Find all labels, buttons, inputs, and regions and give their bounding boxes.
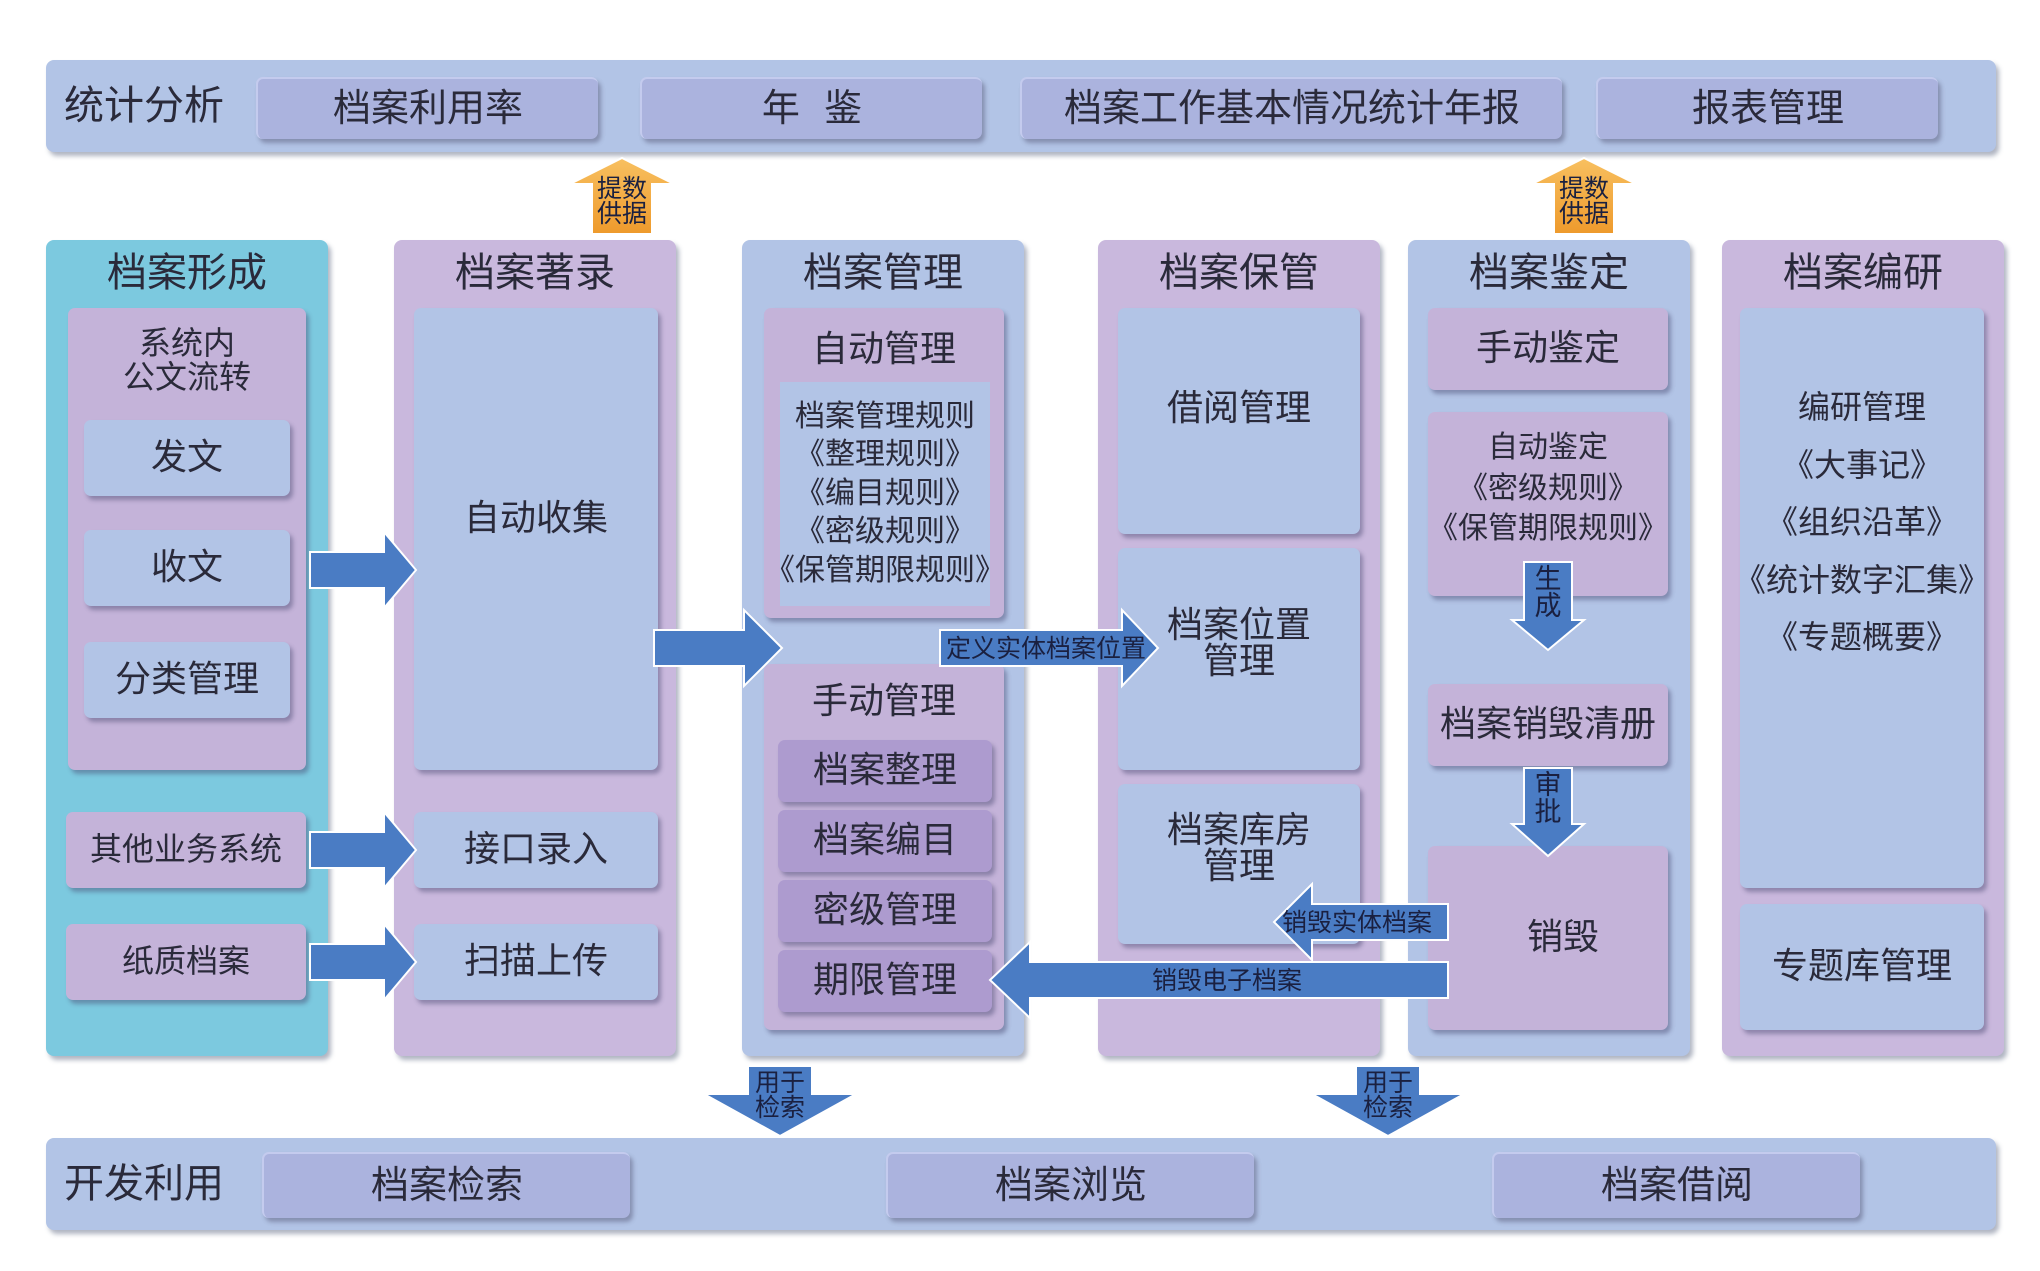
destroy[interactable]: 销毁 <box>1428 846 1668 1030</box>
auto-management-rules: 档案管理规则 《整理规则》 《编目规则》 《密级规则》 《保管期限规则》 <box>765 382 1005 606</box>
auto-appraisal[interactable]: 自动鉴定 《密级规则》 《保管期限规则》 <box>1428 412 1668 596</box>
arrow-right-3 <box>309 921 418 1003</box>
provide-data-label-1: 提数 供据 <box>596 174 647 228</box>
arrow-right-4 <box>653 607 784 689</box>
borrowing-management[interactable]: 借阅管理 <box>1118 308 1360 534</box>
archive-search-pill[interactable]: 档案检索 <box>262 1152 630 1218</box>
arrow-destroy-physical <box>1272 881 1449 963</box>
yearbook-pill[interactable]: 年 鉴 <box>640 77 982 139</box>
arrow-approve <box>1509 767 1587 858</box>
provide-data-label-2: 提数 供据 <box>1558 174 1609 228</box>
other-business-systems[interactable]: 其他业务系统 <box>66 812 306 888</box>
retrieval-label-1: 用于 检索 <box>754 1068 805 1122</box>
approve-label: 审 批 <box>1534 770 1562 828</box>
arrow-define-location <box>939 607 1160 689</box>
utilization-label: 开发利用 <box>64 1161 224 1207</box>
location-management[interactable]: 档案位置 管理 <box>1118 548 1360 770</box>
auto-management-title: 自动管理 <box>811 329 956 371</box>
interface-entry[interactable]: 接口录入 <box>414 812 658 888</box>
topic-library-management[interactable]: 专题库管理 <box>1740 904 1984 1030</box>
classification-management[interactable]: 分类管理 <box>84 642 290 718</box>
management-title: 档案管理 <box>803 250 963 296</box>
arrow-generate <box>1509 561 1587 652</box>
arrow-right-1 <box>309 529 418 611</box>
manual-appraisal[interactable]: 手动鉴定 <box>1428 308 1668 390</box>
annual-report-pill[interactable]: 档案工作基本情况统计年报 <box>1020 77 1562 139</box>
auto-collection[interactable]: 自动收集 <box>414 308 658 770</box>
destruction-list[interactable]: 档案销毁清册 <box>1428 684 1668 766</box>
arrow-provide-data-1 <box>569 156 675 235</box>
manual-management-title: 手动管理 <box>811 681 956 723</box>
cataloging-title: 档案著录 <box>455 250 615 296</box>
archive-borrow-pill[interactable]: 档案借阅 <box>1492 1152 1860 1218</box>
classification-level-management[interactable]: 密级管理 <box>778 880 992 942</box>
retrieval-label-2: 用于 检索 <box>1362 1068 1413 1122</box>
compilation-title: 档案编研 <box>1783 250 1943 296</box>
send-document[interactable]: 发文 <box>84 420 290 496</box>
archive-arrangement[interactable]: 档案整理 <box>778 740 992 802</box>
destroy-electronic-label: 销毁电子档案 <box>1152 966 1303 995</box>
warehouse-management[interactable]: 档案库房 管理 <box>1118 784 1360 944</box>
scan-upload[interactable]: 扫描上传 <box>414 924 658 1000</box>
statistics-label: 统计分析 <box>64 83 224 129</box>
generate-label: 生 成 <box>1534 564 1562 622</box>
arrow-destroy-electronic <box>988 939 1449 1021</box>
arrow-retrieval-2 <box>1311 1065 1465 1138</box>
internal-flow-title: 系统内 公文流转 <box>122 324 251 396</box>
report-management-pill[interactable]: 报表管理 <box>1596 77 1938 139</box>
compilation-management[interactable]: 编研管理 《大事记》 《组织沿革》 《统计数字汇集》 《专题概要》 <box>1734 308 1990 888</box>
paper-archives[interactable]: 纸质档案 <box>66 924 306 1000</box>
define-location-label: 定义实体档案位置 <box>946 634 1147 663</box>
arrow-provide-data-2 <box>1531 156 1637 235</box>
retention-period-management[interactable]: 期限管理 <box>778 950 992 1012</box>
destroy-physical-label: 销毁实体档案 <box>1282 908 1433 937</box>
storage-title: 档案保管 <box>1159 250 1319 296</box>
archive-cataloging[interactable]: 档案编目 <box>778 810 992 872</box>
arrow-right-2 <box>309 809 418 891</box>
archive-browse-pill[interactable]: 档案浏览 <box>886 1152 1254 1218</box>
receive-document[interactable]: 收文 <box>84 530 290 606</box>
appraisal-title: 档案鉴定 <box>1469 250 1629 296</box>
arrow-retrieval-1 <box>703 1065 857 1138</box>
usage-rate-pill[interactable]: 档案利用率 <box>256 77 598 139</box>
formation-title: 档案形成 <box>107 250 267 296</box>
